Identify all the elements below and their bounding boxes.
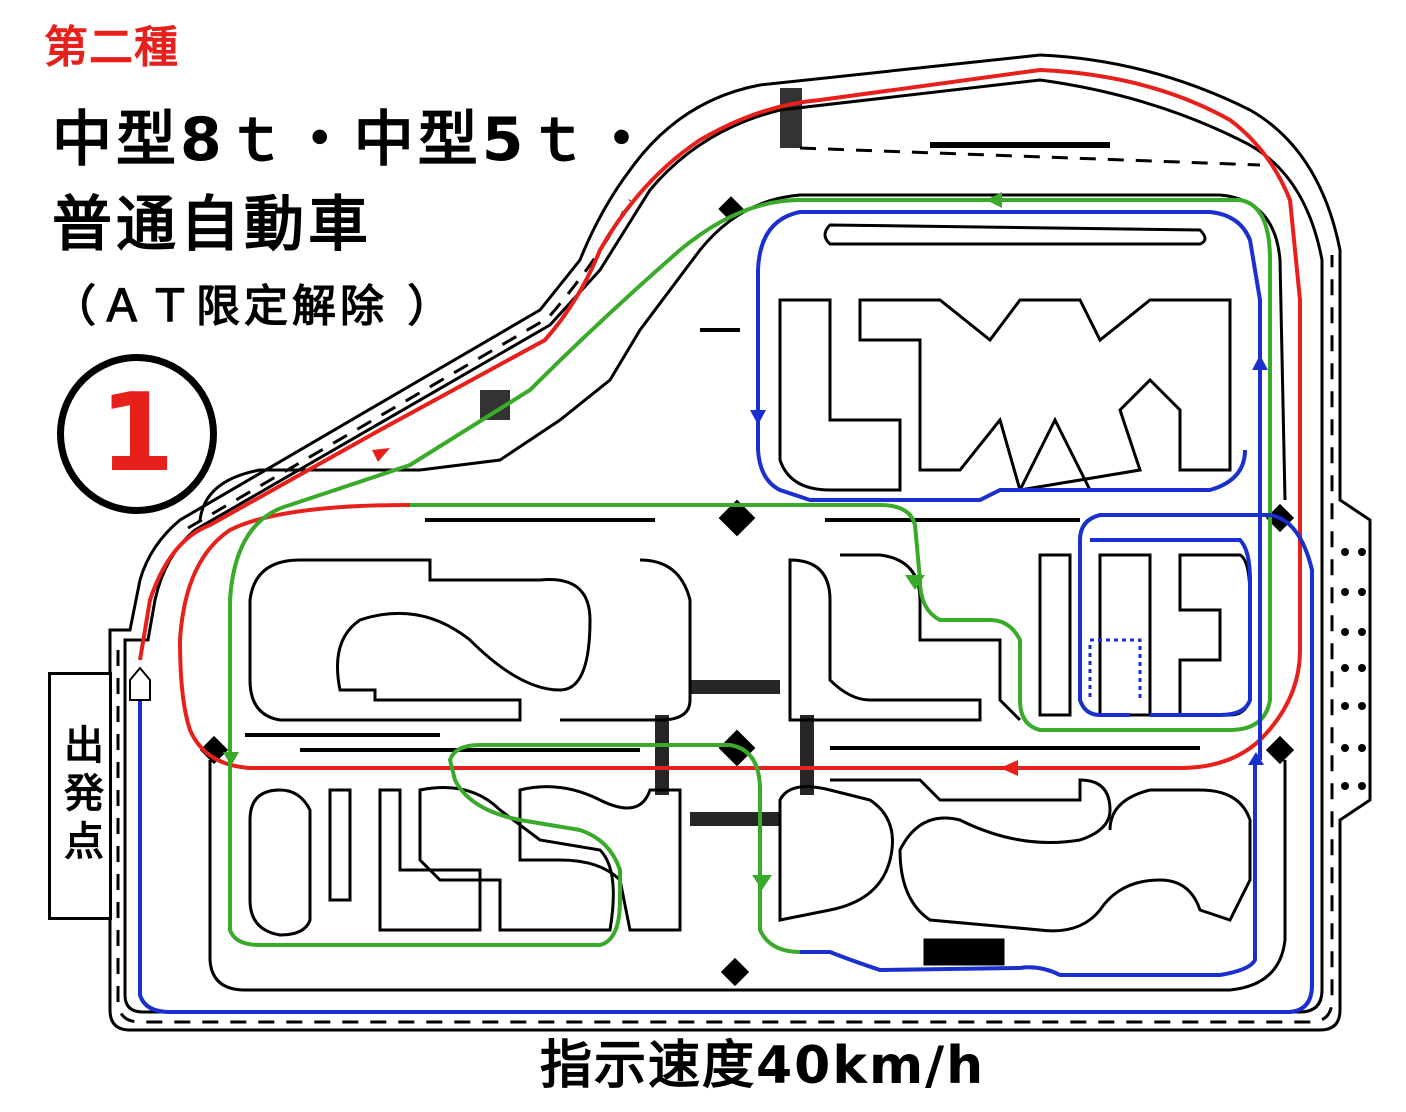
license-category: 第二種 (44, 22, 179, 73)
speed-instruction: 指示速度40km/h (540, 1036, 986, 1096)
parking-dots (1341, 548, 1366, 790)
blue-arrow-down (750, 410, 766, 425)
blue-dotted-path (1088, 638, 1142, 700)
green-arrow-down (905, 575, 925, 590)
start-point-label: 出発点 (57, 724, 103, 868)
vehicle-types-line1: 中型8ｔ・中型5ｔ・ (52, 105, 656, 175)
green-arrow-left (986, 192, 1002, 208)
red-route (138, 67, 1302, 770)
green-arrow-down-3 (752, 875, 772, 890)
vehicle-types-line3: （ＡＴ限定解除 ） (52, 281, 456, 332)
outer-boundary (108, 53, 1372, 1032)
green-arrow-down-2 (223, 752, 239, 766)
course-number-badge: 1 (57, 354, 217, 514)
crosswalks (480, 88, 814, 826)
stop-lines (245, 142, 1200, 752)
blue-arrow-up-2 (1248, 752, 1264, 765)
red-arrow-up (372, 448, 390, 462)
red-arrow-left (1000, 760, 1018, 776)
blue-route (138, 210, 1314, 1014)
blue-arrow-up (1252, 355, 1268, 370)
start-point-box: 出発点 (48, 672, 112, 920)
start-marker-icon (129, 666, 151, 701)
green-route (228, 198, 1272, 954)
vehicle-types-line2: 普通自動車 (52, 190, 372, 260)
